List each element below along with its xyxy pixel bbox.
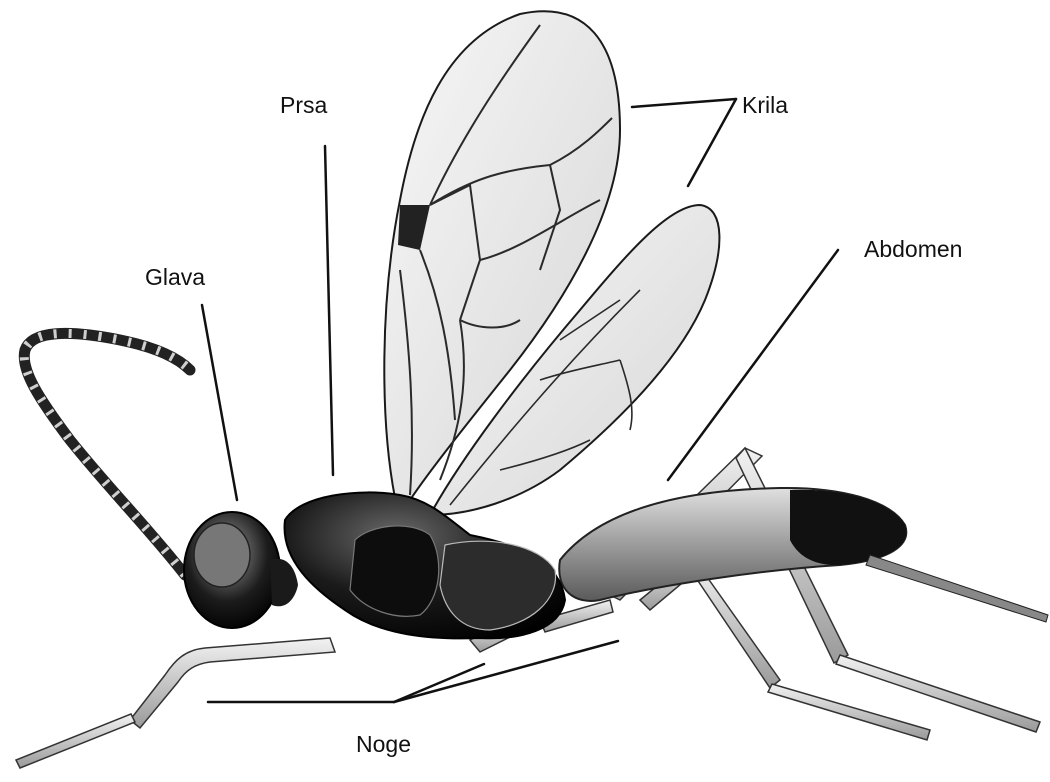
head-shape	[184, 512, 298, 628]
thorax-shape	[285, 492, 565, 638]
krila-line-2	[688, 99, 736, 186]
label-krila: Krila	[742, 94, 788, 117]
label-noge: Noge	[356, 733, 411, 756]
prsa-line	[325, 146, 333, 475]
antenna	[24, 333, 190, 575]
glava-line	[202, 305, 237, 500]
noge-line-2	[394, 664, 484, 702]
label-glava: Glava	[145, 266, 205, 289]
label-abdomen: Abdomen	[864, 238, 962, 261]
krila-line-1	[632, 99, 736, 107]
compound-eye	[194, 523, 250, 587]
label-prsa: Prsa	[280, 94, 327, 117]
abdomen-shape	[559, 488, 1048, 622]
noge-line-3	[394, 641, 618, 702]
